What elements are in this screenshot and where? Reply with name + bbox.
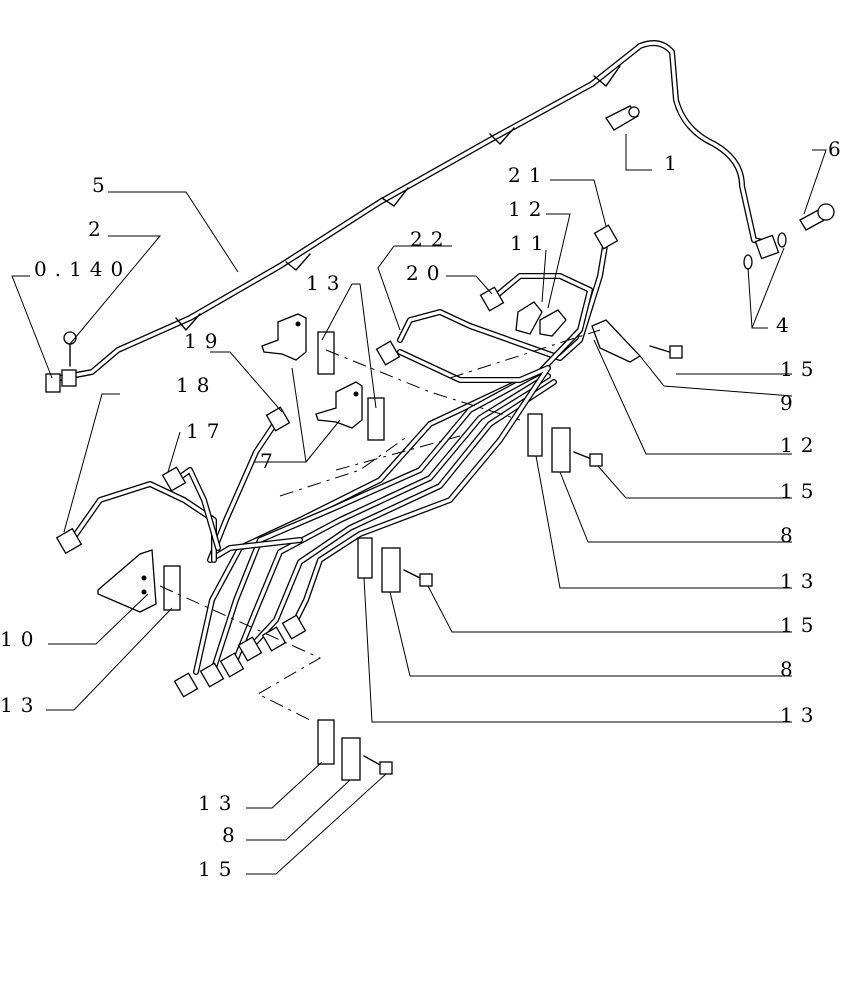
callout-13-right-a: 13 [780, 569, 821, 593]
part-9-clamp [591, 319, 642, 363]
part-15-screw-b [573, 451, 603, 467]
callout-4: 4 [776, 313, 797, 337]
callout-19: 19 [184, 329, 225, 353]
callout-2: 2 [88, 217, 109, 241]
callout-13-right-b: 13 [780, 703, 821, 727]
part-10-bracket [97, 549, 157, 613]
callout-6: 6 [828, 137, 849, 161]
part-8-clamp-bottom [317, 719, 361, 781]
part-13-clamp-left [163, 565, 181, 611]
part-11-12-clamp-right [515, 301, 567, 337]
callout-15-a: 15 [780, 357, 821, 381]
callout-12-upper: 12 [508, 197, 549, 221]
callout-15-c: 15 [780, 613, 821, 637]
callout-11: 11 [510, 231, 551, 255]
callout-8-a: 8 [780, 523, 801, 547]
part-6-banjo-bolt [799, 203, 835, 231]
part-8-clamp-lower [357, 537, 401, 593]
callout-15-b: 15 [780, 479, 821, 503]
callout-8-b: 8 [780, 657, 801, 681]
callout-5: 5 [92, 173, 113, 197]
callout-10: 10 [0, 627, 41, 651]
part-7-brackets [261, 313, 363, 429]
part-15-screw-d [363, 755, 393, 775]
callout-18: 18 [176, 373, 217, 397]
callout-13-upper: 13 [306, 271, 347, 295]
leader-lines [11, 134, 827, 875]
injection-pipe-bundle [55, 224, 619, 698]
callout-labels: 1 2 0.140 4 5 6 7 13 22 21 12 11 20 19 1… [0, 137, 849, 881]
callout-1: 1 [664, 151, 685, 175]
callout-13-bottom: 13 [198, 791, 239, 815]
part-1-fitting [605, 105, 640, 131]
callout-17: 17 [186, 419, 227, 443]
alignment-lines [159, 329, 601, 721]
part-8-clamp-mid [527, 413, 571, 473]
part-15-screw-c [403, 569, 433, 587]
callout-12-lower: 12 [780, 433, 821, 457]
callout-7: 7 [260, 449, 281, 473]
part-0140-union [45, 369, 77, 393]
part-2-bolt [63, 331, 77, 367]
callout-9: 9 [780, 391, 801, 415]
callout-8-c: 8 [222, 823, 243, 847]
callout-0140: 0.140 [34, 257, 131, 281]
part-4-washers [743, 232, 787, 270]
part-15-screw-a [649, 345, 683, 359]
callout-20: 20 [406, 261, 447, 285]
callout-21: 21 [508, 163, 549, 187]
callout-22: 22 [410, 227, 451, 251]
callout-13-left: 13 [0, 693, 41, 717]
return-pipe [57, 40, 773, 381]
part-13-clamp-upper [317, 331, 385, 441]
callout-15-d: 15 [198, 857, 239, 881]
